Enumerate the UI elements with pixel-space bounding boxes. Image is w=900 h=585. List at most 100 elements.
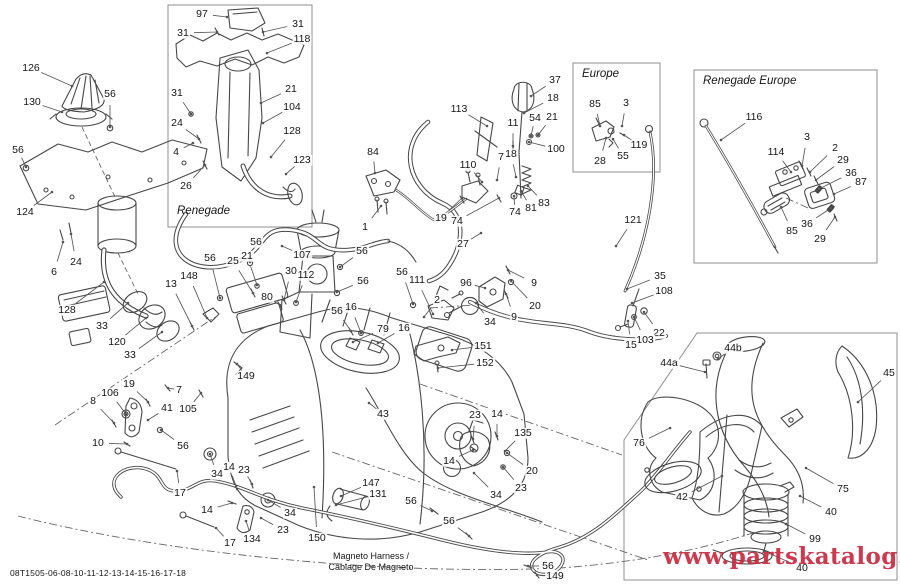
part-callout-34: 34 [489,488,503,501]
part-callout-23: 23 [468,408,482,421]
part-callout-26: 26 [179,179,193,192]
part-callout-105: 105 [178,402,198,415]
part-callout-23: 23 [237,463,251,476]
part-callout-121: 121 [623,213,643,226]
part-callout-110: 110 [458,158,478,171]
part-callout-131: 131 [368,487,388,500]
part-callout-56: 56 [330,304,344,317]
part-callout-81: 81 [524,201,538,214]
part-callout-134: 134 [242,532,262,545]
part-callout-16: 16 [397,321,411,334]
part-callout-34: 34 [210,467,224,480]
part-callout-56: 56 [395,265,409,278]
part-callout-135: 135 [513,426,533,439]
part-callout-111: 111 [408,273,426,286]
part-callout-19: 19 [122,377,136,390]
part-callout-35: 35 [653,269,667,282]
part-callout-119: 119 [629,138,649,151]
part-callout-74: 74 [508,205,522,218]
part-callout-149: 149 [236,369,256,382]
part-callout-83: 83 [537,196,551,209]
part-callout-85: 85 [785,224,799,237]
part-number: 08T1505-06-08-10-11-12-13-14-15-16-17-18 [10,568,187,578]
part-callout-20: 20 [525,464,539,477]
europe-box-title: Europe [582,68,620,80]
part-callout-21: 21 [284,82,298,95]
part-callout-151: 151 [473,339,493,352]
part-callout-14: 14 [200,503,214,516]
part-callout-34: 34 [283,506,297,519]
part-callout-100: 100 [546,142,566,155]
part-callout-44b: 44b [723,341,743,354]
part-callout-147: 147 [361,476,381,489]
part-callout-44a: 44a [659,356,679,369]
part-callout-84: 84 [366,145,380,158]
part-callout-126: 126 [21,61,41,74]
part-callout-79: 79 [376,322,390,335]
part-callout-56: 56 [442,514,456,527]
part-callout-76: 76 [632,436,646,449]
part-callout-114: 114 [766,145,786,158]
part-callout-43: 43 [376,407,390,420]
part-callout-11: 11 [506,116,520,129]
part-callout-124: 124 [15,205,35,218]
part-callout-10: 10 [91,436,105,449]
part-callout-20: 20 [528,299,542,312]
part-callout-15: 15 [624,338,638,351]
part-callout-120: 120 [107,335,127,348]
part-callout-21: 21 [545,110,559,123]
part-callout-107: 107 [292,248,312,261]
part-callout-19: 19 [434,211,448,224]
part-callout-14: 14 [442,454,456,467]
part-callout-30: 30 [284,264,298,277]
part-callout-56: 56 [356,274,370,287]
part-callout-96: 96 [459,276,473,289]
part-callout-36: 36 [844,166,858,179]
part-callout-54: 54 [528,111,542,124]
part-callout-128: 128 [57,303,77,316]
part-callout-2: 2 [831,141,839,154]
part-callout-3: 3 [803,130,811,143]
part-callout-24: 24 [69,255,83,268]
part-callout-2: 2 [433,293,441,306]
part-callout-130: 130 [22,95,42,108]
part-callout-17: 17 [223,536,237,549]
part-callout-28: 28 [593,154,607,167]
part-callout-18: 18 [546,91,560,104]
part-callout-74: 74 [450,214,464,227]
part-callout-14: 14 [490,407,504,420]
part-callout-42: 42 [675,490,689,503]
part-callout-31: 31 [170,86,184,99]
part-callout-103: 103 [635,333,655,346]
part-callout-149: 149 [545,569,565,582]
part-callout-56: 56 [176,439,190,452]
part-callout-40: 40 [795,561,809,574]
part-callout-56: 56 [11,143,25,156]
part-callout-150: 150 [307,531,327,544]
watermark: www.partskatalog.ru [663,543,900,570]
part-callout-56: 56 [355,244,369,257]
magneto-harness-caption: Magneto Harness / Câblage De Magneto [328,551,413,573]
part-callout-108: 108 [654,284,674,297]
part-callout-29: 29 [836,153,850,166]
part-callout-9: 9 [530,276,538,289]
magneto-caption-line2: Câblage De Magneto [328,561,414,572]
part-callout-56: 56 [404,494,418,507]
part-callout-31: 31 [176,26,190,39]
part-callout-152: 152 [475,356,495,369]
part-callout-40: 40 [824,505,838,518]
part-callout-23: 23 [514,481,528,494]
part-callout-29: 29 [813,232,827,245]
part-callout-56: 56 [103,87,117,100]
renegade-box-title: Renegade [177,205,231,217]
part-callout-7: 7 [497,150,505,163]
part-callout-8: 8 [89,394,97,407]
part-callout-80: 80 [260,290,274,303]
part-callout-34: 34 [483,315,497,328]
exhaust-box [623,332,898,581]
part-callout-6: 6 [50,265,58,278]
part-callout-16: 16 [344,300,358,313]
renegade-europe-box-title: Renegade Europe [703,75,797,87]
part-callout-33: 33 [95,319,109,332]
